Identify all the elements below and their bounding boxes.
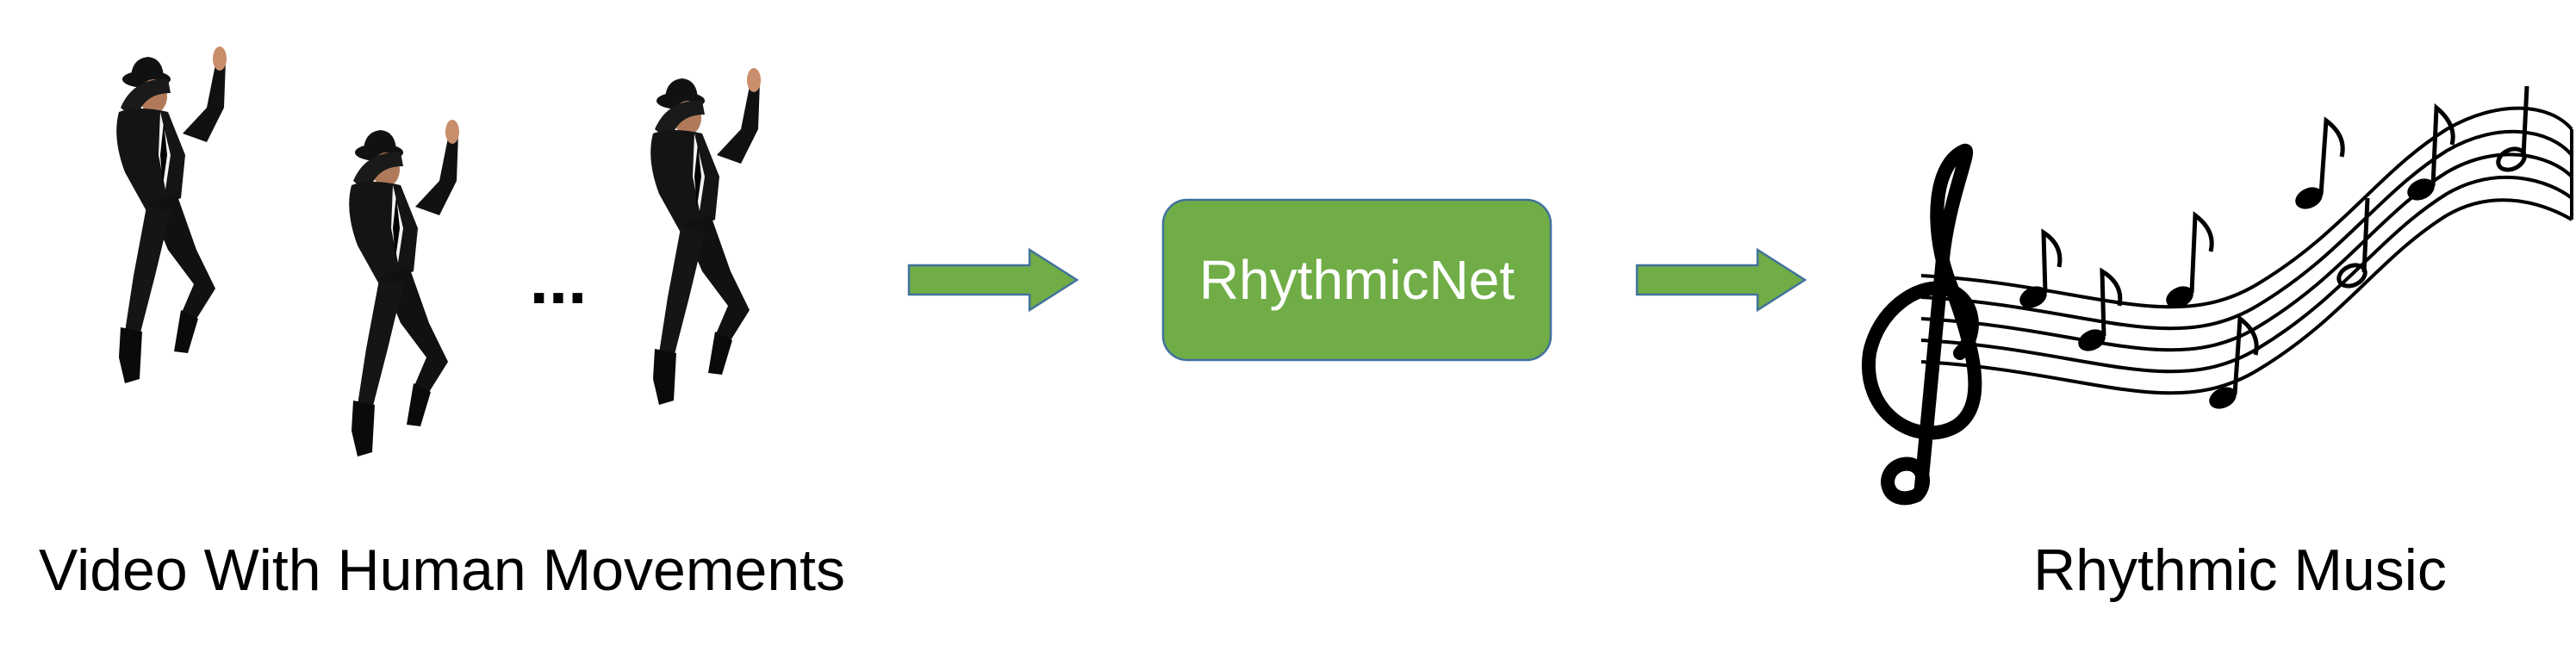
rhythmicnet-node: RhythmicNet bbox=[1161, 198, 1552, 362]
input-label: Video With Human Movements bbox=[39, 537, 845, 603]
dancer-silhouette-icon bbox=[349, 120, 459, 457]
frame-ellipsis: ... bbox=[530, 241, 588, 318]
treble-clef-music-staff-icon bbox=[1861, 85, 2573, 506]
dancer-silhouette-icon bbox=[116, 47, 227, 383]
output-label: Rhythmic Music bbox=[2033, 537, 2447, 603]
right-arrow-icon bbox=[1635, 248, 1807, 312]
video-frames: ... bbox=[116, 47, 761, 457]
rhythmicnet-label: RhythmicNet bbox=[1199, 249, 1515, 311]
right-arrow-icon bbox=[907, 248, 1079, 312]
dancer-silhouette-icon bbox=[650, 68, 761, 405]
